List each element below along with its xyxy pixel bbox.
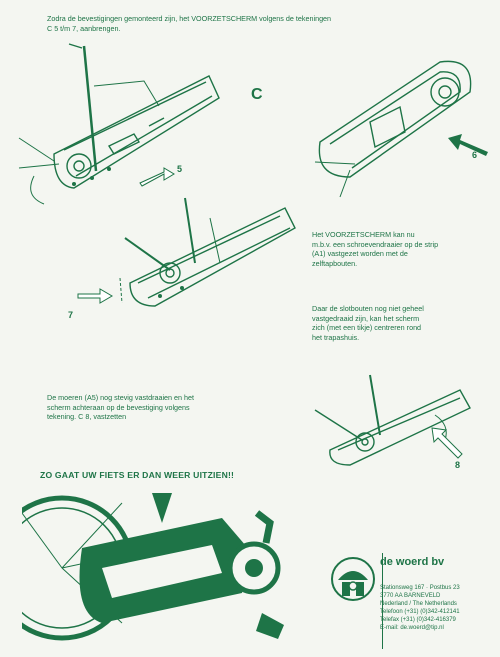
headline: ZO GAAT UW FIETS ER DAN WEER UITZIEN!! bbox=[40, 470, 235, 480]
arrow-right-icon bbox=[77, 288, 113, 304]
step8-text: De moeren (A5) nog stevig vastdraaien en… bbox=[47, 393, 195, 421]
divider-line bbox=[382, 553, 383, 649]
figure-c5-drawing bbox=[18, 43, 220, 205]
company-logo bbox=[330, 556, 376, 606]
figure-c8-drawing bbox=[314, 374, 471, 466]
figure-c6-number: 6 bbox=[472, 150, 478, 160]
step7-text: Daar de slotbouten nog niet geheel vastg… bbox=[312, 304, 424, 342]
company-block: de woerd bv Stationsweg 167 · Postbus 23… bbox=[380, 556, 498, 633]
figure-c7 bbox=[100, 188, 305, 318]
figure-c8-number: 8 bbox=[455, 460, 461, 470]
company-address: Stationsweg 167 · Postbus 23 3770 AA BAR… bbox=[380, 585, 460, 632]
figure-c8 bbox=[310, 370, 485, 470]
intro-text: Zodra de bevestigingen gemonteerd zijn, … bbox=[47, 14, 332, 33]
finished-bike-drawing bbox=[22, 493, 292, 643]
figure-c7-drawing bbox=[119, 197, 296, 307]
section-letter: C bbox=[251, 86, 263, 103]
figure-c7-number: 7 bbox=[68, 310, 74, 320]
figure-c6 bbox=[310, 52, 495, 202]
company-logo-icon bbox=[331, 557, 375, 601]
finished-bike-illustration bbox=[22, 493, 292, 643]
figure-c5-number: 5 bbox=[177, 164, 183, 174]
company-name: de woerd bv bbox=[380, 556, 445, 568]
figure-c5 bbox=[14, 36, 244, 206]
figure-c6-drawing bbox=[314, 60, 488, 198]
step6-text: Het VOORZETSCHERM kan nu m.b.v. een schr… bbox=[312, 230, 439, 268]
